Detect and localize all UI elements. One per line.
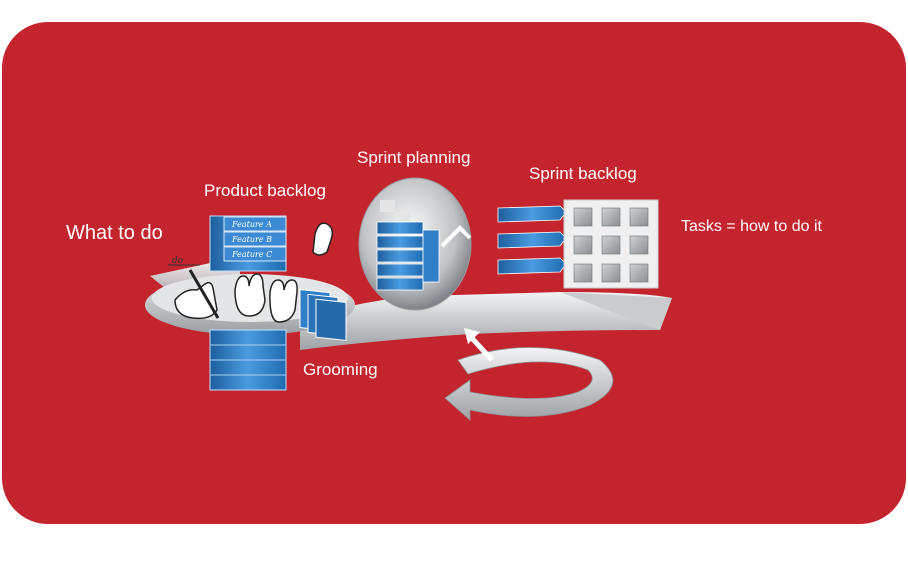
feature-c-label: Feature C — [231, 250, 272, 259]
task-cubes-grid — [563, 199, 659, 289]
sprint-planning-label: Sprint planning — [357, 148, 471, 167]
grooming-label: Grooming — [303, 360, 378, 379]
hands-icon — [174, 222, 334, 323]
svg-text:do: do — [172, 256, 184, 266]
sprint-planning-sphere — [358, 177, 472, 311]
stack-of-cards-icon — [299, 288, 347, 341]
pen-icon — [188, 269, 220, 319]
feature-cards: Feature A Feature B Feature C — [223, 216, 287, 262]
feature-b-label: Feature B — [231, 235, 272, 244]
sprint-backlog-cards — [497, 205, 567, 275]
up-arrow-icon — [464, 328, 494, 362]
do-note: do — [168, 256, 200, 266]
daily-cycle-arrow-icon — [444, 347, 614, 421]
tasks-label: Tasks = how to do it — [681, 218, 822, 235]
what-to-do-label: What to do — [66, 222, 163, 244]
product-backlog-label: Product backlog — [204, 181, 326, 200]
planning-cards-icon — [376, 221, 440, 291]
feature-a-label: Feature A — [231, 220, 272, 229]
sprint-backlog-label: Sprint backlog — [529, 164, 637, 183]
